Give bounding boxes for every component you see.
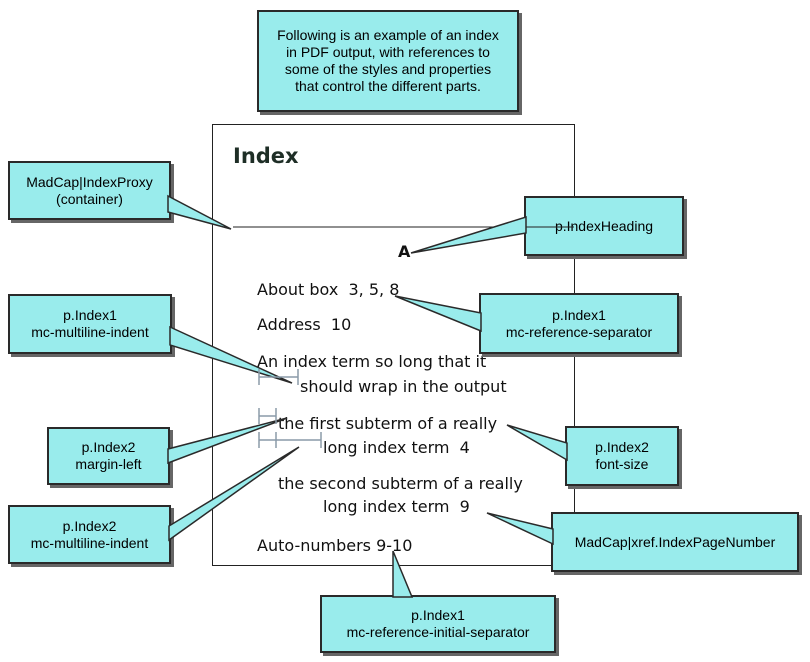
callout-xref-index-page-number: MadCap|xref.IndexPageNumber: [551, 512, 799, 572]
index-term: Auto-numbers: [257, 536, 371, 555]
callout-index-proxy: MadCap|IndexProxy (container): [8, 161, 171, 220]
page-reference: 9-10: [376, 536, 413, 555]
callout-line: p.IndexHeading: [554, 217, 654, 234]
callout-line: p.Index1: [63, 307, 117, 323]
index-subterm1-line2: long index term 4: [323, 438, 470, 458]
callout-line: mc-multiline-indent: [30, 534, 149, 551]
index-heading-text: Index: [233, 144, 299, 168]
callout-index1-multiline-indent: p.Index1 mc-multiline-indent: [8, 294, 172, 354]
callout-line: (container): [56, 190, 123, 207]
callout-initial-separator: p.Index1 mc-reference-initial-separator: [320, 595, 556, 653]
callout-index2-margin-left: p.Index2 margin-left: [47, 427, 170, 485]
callout-line: margin-left: [75, 456, 142, 472]
callout-line: p.Index2: [81, 439, 136, 455]
callout-line: font-size: [595, 456, 649, 472]
page-reference: 9: [459, 497, 470, 516]
index-entry-auto-numbers: Auto-numbers 9-10: [257, 536, 412, 556]
intro-line: in PDF output, with references to: [286, 44, 490, 60]
callout-line: mc-reference-separator: [505, 323, 653, 340]
page-reference: 3: [348, 280, 359, 299]
index-entry-address: Address 10: [257, 315, 351, 335]
callout-line: mc-multiline-indent: [31, 324, 149, 340]
index-subterm2-line1: the second subterm of a really: [278, 474, 523, 493]
intro-line: that control the different parts.: [295, 78, 481, 94]
index-term: About box: [257, 280, 339, 299]
callout-line: p.Index2: [62, 517, 117, 534]
index-term: Address: [257, 315, 321, 334]
callout-line: p.Index1: [552, 306, 606, 323]
index-term: long index term: [323, 438, 450, 457]
callout-line: MadCap|IndexProxy: [26, 173, 153, 190]
intro-line: Following is an example of an index: [277, 27, 499, 43]
callout-index2-font-size: p.Index2 font-size: [565, 426, 679, 486]
intro-line: some of the styles and properties: [284, 61, 492, 77]
intro-callout: Following is an example of an index in P…: [257, 10, 519, 112]
index-entry-about-box: About box 3, 5, 8: [257, 280, 400, 299]
index-subterm1-line1: the first subterm of a really: [278, 414, 498, 433]
callout-line: p.Index1: [411, 607, 465, 623]
index-letter-heading: A: [398, 242, 411, 261]
callout-line: mc-reference-initial-separator: [346, 624, 530, 640]
page-reference: 5: [368, 280, 380, 299]
page-reference: 4: [459, 438, 470, 457]
callout-line: MadCap|xref.IndexPageNumber: [574, 533, 776, 550]
callout-index-heading: p.IndexHeading: [524, 196, 684, 256]
index-subterm2-line2: long index term 9: [323, 497, 470, 517]
page-reference: 8: [389, 280, 400, 299]
index-term: long index term: [323, 497, 450, 516]
index-entry-long-term-line1: An index term so long that it: [257, 352, 487, 371]
callout-line: p.Index2: [595, 439, 649, 455]
page-reference: 10: [330, 315, 352, 334]
callout-index2-multiline-indent: p.Index2 mc-multiline-indent: [8, 505, 171, 564]
index-entry-long-term-line2: should wrap in the output: [300, 377, 507, 396]
callout-reference-separator: p.Index1 mc-reference-separator: [479, 293, 679, 354]
